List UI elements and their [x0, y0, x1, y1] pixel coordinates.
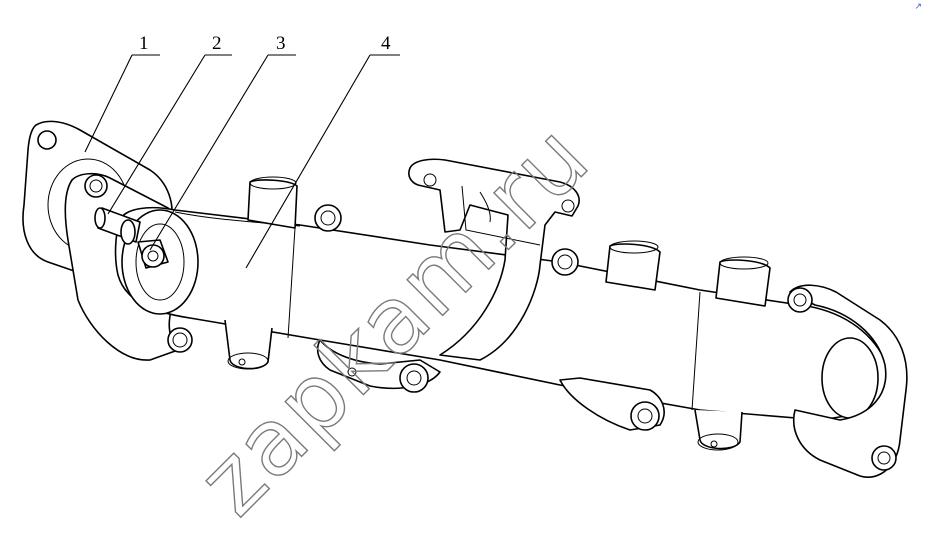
callout-numbers: 1 2 3 4 [139, 33, 391, 54]
lower-port-flanges [224, 319, 743, 451]
stud [94, 207, 141, 245]
outlet-flange [408, 158, 580, 361]
leader-3 [149, 54, 296, 251]
callout-2: 2 [212, 33, 222, 54]
upper-bosses [247, 176, 771, 307]
callout-4: 4 [381, 33, 391, 54]
callout-1: 1 [139, 33, 149, 54]
callout-3: 3 [276, 33, 286, 54]
corner-mark-icon: ↗ [914, 2, 922, 12]
leader-2 [107, 54, 232, 215]
leader-1 [84, 54, 160, 153]
bolt [137, 239, 169, 269]
leader-4 [245, 54, 400, 269]
right-end-flange [787, 284, 908, 478]
callout-leaders [84, 54, 400, 269]
